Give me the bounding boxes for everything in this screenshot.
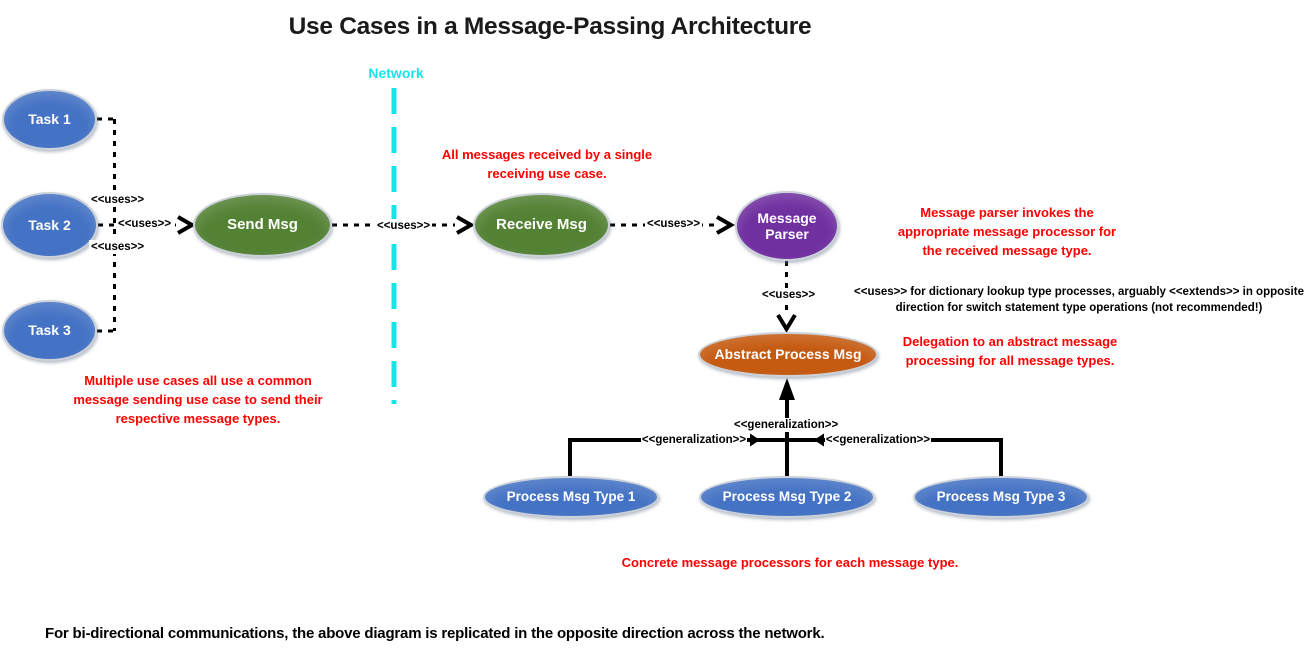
- annotation-line: direction for switch statement type oper…: [895, 302, 1263, 315]
- usecase-message-parser-label: Message Parser: [757, 209, 817, 242]
- annotation-line: <<uses>> for dictionary lookup type proc…: [854, 286, 1304, 298]
- parser-to-abstract-arrowhead: [776, 313, 797, 333]
- annotation-all-messages: All messages received by a single receiv…: [412, 146, 682, 184]
- annotation-line: appropriate message processor for: [897, 223, 1117, 239]
- network-label: Network: [368, 65, 424, 81]
- tasks-to-send-arrowhead: [177, 215, 197, 235]
- usecase-abstract-process-msg: Abstract Process Msg: [698, 332, 878, 377]
- actor-task3: Task 3: [2, 300, 97, 361]
- annotation-line: respective message types.: [115, 410, 281, 426]
- usecase-message-parser: Message Parser: [735, 191, 839, 261]
- generalization-label-center: <<generalization>>: [732, 418, 841, 432]
- annotation-line: receiving use case.: [487, 165, 607, 181]
- annotation-uses-note: <<uses>> for dictionary lookup type proc…: [846, 284, 1312, 316]
- usecase-abstract-process-msg-label: Abstract Process Msg: [714, 346, 862, 363]
- uses-label-task2: <<uses>>: [116, 217, 174, 231]
- actor-task2: Task 2: [1, 192, 98, 258]
- generalization-left-tick-arrow: [750, 433, 760, 447]
- actor-task2-label: Task 2: [28, 216, 71, 233]
- uses-label-task1: <<uses>>: [89, 193, 147, 207]
- annotation-line: Delegation to an abstract message: [902, 334, 1118, 349]
- footer-note: For bi-directional communications, the a…: [45, 625, 825, 642]
- actor-task1: Task 1: [2, 89, 97, 150]
- annotation-delegation: Delegation to an abstract message proces…: [875, 333, 1145, 371]
- usecase-process-msg-type1: Process Msg Type 1: [483, 476, 659, 518]
- uses-label-receive-parser: <<uses>>: [645, 217, 703, 231]
- uses-label-send-receive: <<uses>>: [375, 219, 433, 233]
- annotation-parser-note: Message parser invokes the appropriate m…: [872, 204, 1142, 261]
- annotation-line: message sending use case to send their: [73, 391, 323, 407]
- annotation-line: Concrete message processors for each mes…: [621, 555, 959, 570]
- annotation-line: the received message type.: [922, 242, 1092, 258]
- usecase-send-msg: Send Msg: [193, 193, 332, 257]
- receive-to-parser-arrowhead: [716, 215, 736, 235]
- generalization-label-right: <<generalization>>: [825, 433, 931, 447]
- page-title: Use Cases in a Message-Passing Architect…: [288, 13, 812, 40]
- actor-task1-label: Task 1: [28, 111, 71, 128]
- annotation-concrete: Concrete message processors for each mes…: [590, 554, 990, 573]
- generalization-label-left: <<generalization>>: [641, 433, 747, 447]
- usecase-receive-msg: Receive Msg: [473, 193, 610, 257]
- send-to-receive-arrowhead: [456, 215, 476, 235]
- generalization-right-tick-arrow: [814, 433, 824, 447]
- usecase-send-msg-label: Send Msg: [227, 216, 298, 234]
- actor-task3-label: Task 3: [28, 322, 71, 339]
- usecase-receive-msg-label: Receive Msg: [496, 216, 587, 234]
- annotation-line: All messages received by a single: [441, 147, 653, 162]
- annotation-multiple-use: Multiple use cases all use a common mess…: [58, 372, 338, 429]
- uses-label-task3: <<uses>>: [89, 240, 147, 254]
- usecase-process-msg-type2: Process Msg Type 2: [699, 476, 875, 518]
- annotation-line: Message parser invokes the: [920, 205, 1094, 220]
- generalization-arrowhead: [779, 378, 795, 400]
- usecase-process-msg-type3: Process Msg Type 3: [913, 476, 1089, 518]
- annotation-line: Multiple use cases all use a common: [84, 373, 312, 388]
- usecase-process-msg-type3-label: Process Msg Type 3: [936, 489, 1066, 505]
- usecase-process-msg-type1-label: Process Msg Type 1: [506, 489, 636, 505]
- annotation-line: processing for all message types.: [905, 352, 1115, 368]
- uses-label-parser-abstract: <<uses>>: [760, 288, 818, 302]
- usecase-process-msg-type2-label: Process Msg Type 2: [722, 489, 852, 505]
